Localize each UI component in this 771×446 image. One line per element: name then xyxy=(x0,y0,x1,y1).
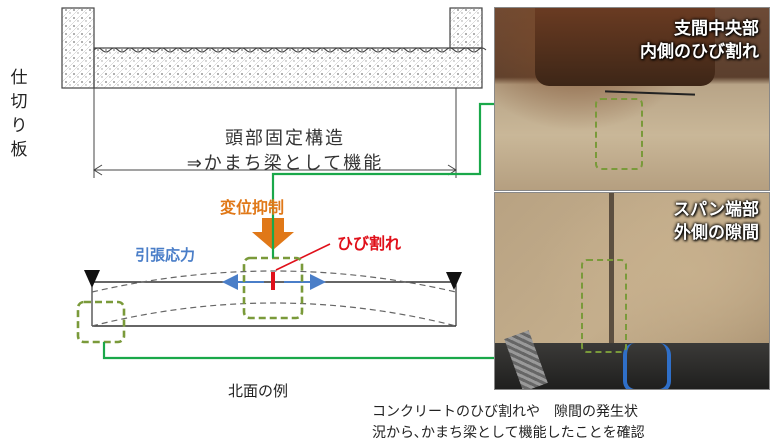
photo-dashed-box xyxy=(595,98,643,170)
photo2-title: スパン端部 外側の隙間 xyxy=(673,200,759,243)
structure-label-line1: 頭部固定構造 xyxy=(225,128,345,149)
conclusion-line1: コンクリートのひび割れや 隙間の発生状 xyxy=(372,404,638,420)
head-fixed-beam xyxy=(93,47,487,89)
dimension-lines xyxy=(93,88,457,178)
photo-dashed-box xyxy=(581,259,627,353)
photo-span-end-gap: スパン端部 外側の隙間 xyxy=(494,192,770,390)
photo1-title: 支間中央部 内側のひび割れ xyxy=(640,19,759,62)
connector-lines xyxy=(102,102,494,360)
tension-label: 引張応力 xyxy=(135,246,196,264)
photo-crack-line xyxy=(604,90,696,96)
displacement-label: 変位抑制 xyxy=(220,198,285,217)
crack-mark xyxy=(271,243,331,290)
partition-label: 仕切り板 xyxy=(10,68,28,160)
photo-center-crack: 支間中央部 内側のひび割れ xyxy=(494,7,770,191)
end-dashed-box xyxy=(76,300,126,344)
structure-label-line2: ⇒かまち梁として機能 xyxy=(186,153,384,174)
north-example-caption: 北面の例 xyxy=(228,382,289,400)
conclusion-line2: 況から､かまち梁として機能したことを確認 xyxy=(372,425,645,441)
crack-label: ひび割れ xyxy=(337,234,402,253)
conclusion-caption: コンクリートのひび割れや 隙間の発生状 況から､かまち梁として機能したことを確認 xyxy=(372,402,767,444)
photo-gap-line xyxy=(609,193,614,351)
right-wall-post xyxy=(449,7,483,49)
photo-blue-cable xyxy=(623,343,671,389)
left-wall-post xyxy=(61,7,95,89)
photo-steel-element xyxy=(535,8,715,86)
